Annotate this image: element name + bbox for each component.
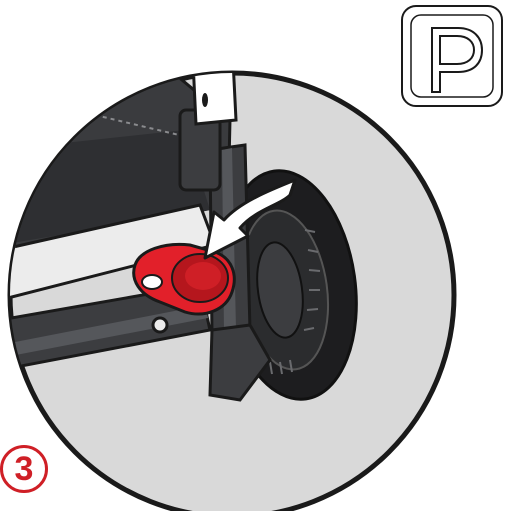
step-number-badge: 3 xyxy=(0,445,48,493)
upper-tube xyxy=(190,73,238,126)
parking-icon xyxy=(401,5,503,107)
lower-frame-bar xyxy=(10,283,212,372)
brake-pedal-icon xyxy=(132,242,236,316)
rotate-arrow-icon xyxy=(203,178,297,260)
